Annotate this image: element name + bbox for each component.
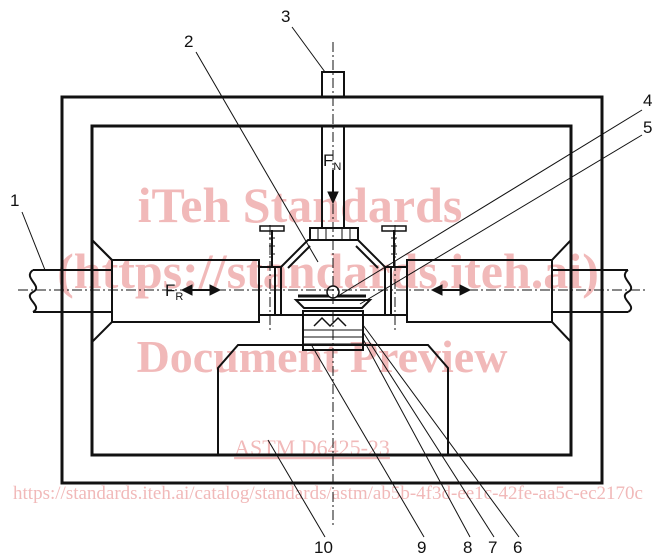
lower-specimen-disc <box>293 299 373 309</box>
leader-1 <box>21 211 46 271</box>
left-screw-head <box>259 225 285 232</box>
watermark-catalog-url: https://standards.iteh.ai/catalog/standa… <box>13 483 643 504</box>
leader-3 <box>291 26 326 73</box>
friction-force-symbol: F <box>165 281 175 300</box>
normal-force-symbol: F <box>323 151 333 170</box>
callout-1: 1 <box>10 191 19 210</box>
leader-10 <box>267 439 326 538</box>
shaft-break-right <box>623 269 633 313</box>
heating-element <box>313 316 347 328</box>
right-screw-head <box>381 225 407 232</box>
callout-2: 2 <box>184 32 193 51</box>
friction-arrow-right-head-b <box>459 284 472 296</box>
leader-8 <box>362 338 471 538</box>
normal-force-subscript: N <box>333 161 341 173</box>
leader-7 <box>362 331 495 538</box>
shaft-break-left <box>28 269 38 313</box>
load-head <box>309 227 359 241</box>
leader-5 <box>359 134 643 305</box>
holder-inner-left <box>287 245 311 269</box>
callout-6: 6 <box>513 538 522 557</box>
callout-10: 10 <box>314 538 333 557</box>
friction-arrow-left-head-a <box>180 284 193 296</box>
normal-force-label: FN <box>323 151 341 173</box>
leader-2 <box>195 51 319 263</box>
leader-6 <box>362 324 520 538</box>
callout-5: 5 <box>643 118 652 137</box>
holder-inner-right <box>355 245 379 269</box>
watermark: iTeh Standards (https://standards.iteh.a… <box>13 177 643 504</box>
specimen-holder <box>280 239 386 316</box>
left-carriage-flare-top <box>91 239 113 261</box>
callout-8: 8 <box>463 538 472 557</box>
watermark-title: iTeh Standards <box>138 177 463 233</box>
callout-3: 3 <box>281 7 290 26</box>
friction-arrow-right-head-a <box>430 284 443 296</box>
watermark-preview: Document Preview <box>137 331 508 382</box>
friction-arrow-left-head-b <box>209 284 222 296</box>
callout-4: 4 <box>643 91 652 110</box>
callout-7: 7 <box>488 538 497 557</box>
normal-force-arrowhead <box>327 191 339 205</box>
friction-force-subscript: R <box>175 291 183 303</box>
callout-9: 9 <box>417 538 426 557</box>
friction-force-label: FR <box>165 281 183 303</box>
leader-4 <box>337 109 643 297</box>
leader-9 <box>311 345 425 538</box>
